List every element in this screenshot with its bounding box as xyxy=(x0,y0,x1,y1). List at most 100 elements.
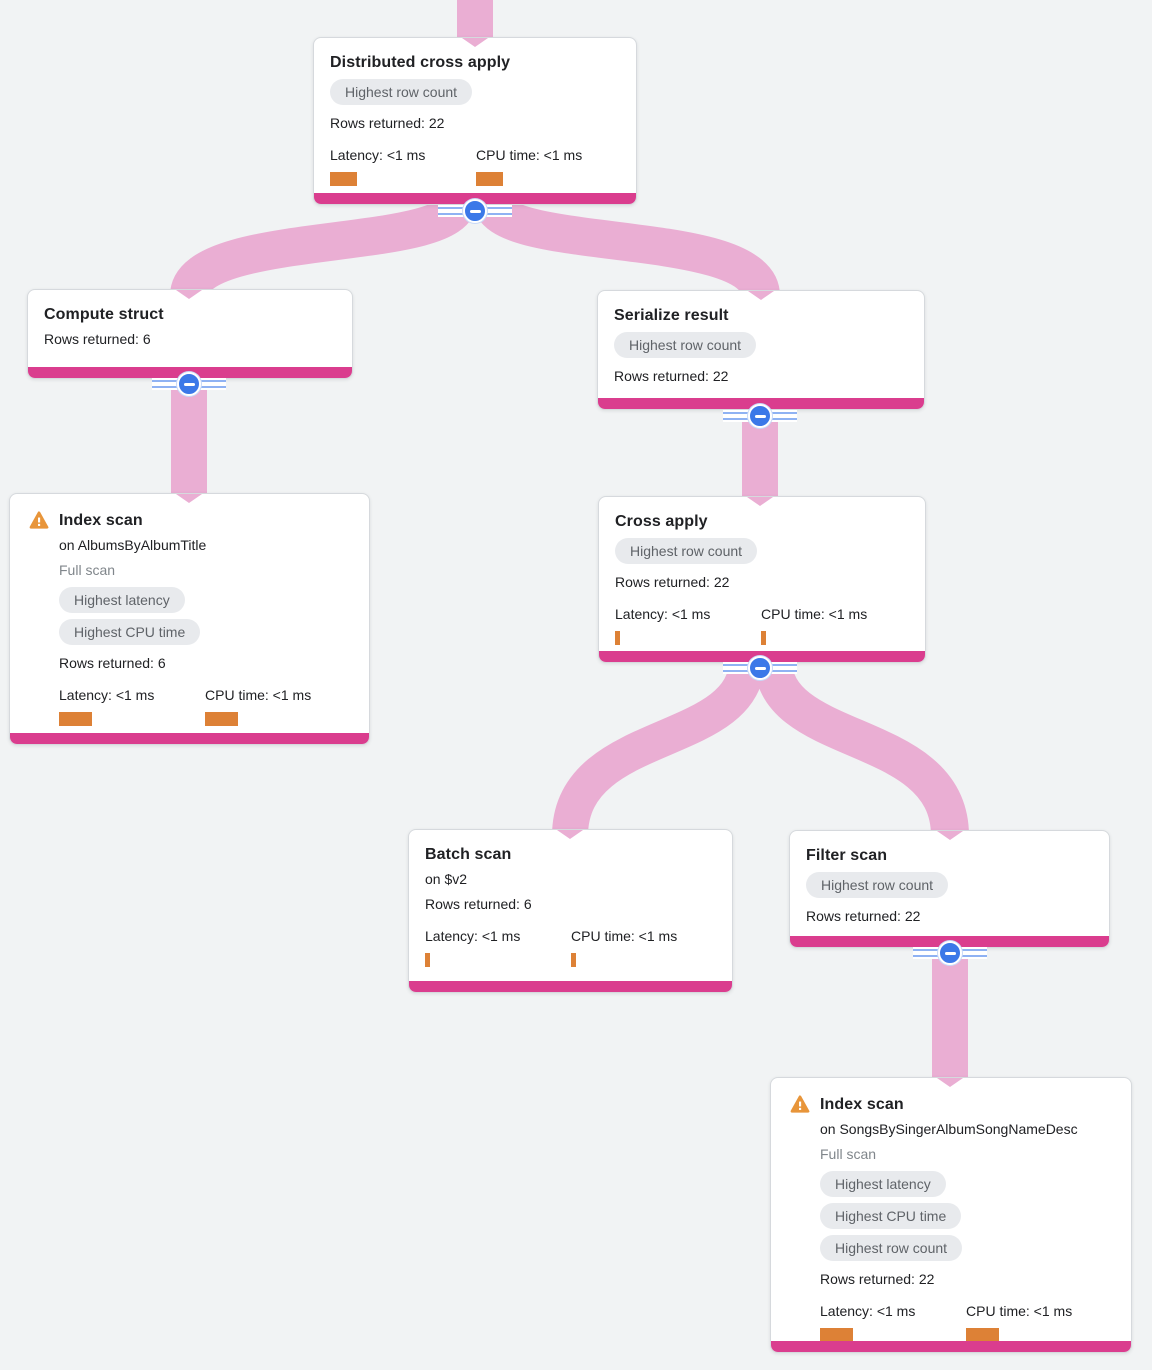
cpu-time-label: CPU time: <1 ms xyxy=(476,147,583,163)
collapse-circle xyxy=(748,404,772,428)
rows-returned-label: Rows returned: 6 xyxy=(44,331,151,347)
node-title: Batch scan xyxy=(425,846,512,863)
rows-returned-label: Rows returned: 6 xyxy=(425,896,532,912)
node-title: Filter scan xyxy=(806,847,888,864)
scan-type-label: Full scan xyxy=(59,562,116,578)
collapse-button-filter-scan[interactable] xyxy=(913,940,987,966)
badge-highest-row-count: Highest row count xyxy=(615,538,758,564)
rows-returned-label: Rows returned: 22 xyxy=(820,1271,935,1287)
cpu-time-bar xyxy=(205,712,238,726)
warning-triangle-icon xyxy=(29,511,49,529)
latency-label: Latency: <1 ms xyxy=(330,147,426,163)
node-title: Distributed cross apply xyxy=(330,54,511,71)
collapse-circle xyxy=(938,941,962,965)
minus-icon xyxy=(754,414,766,418)
latency-metric: Latency: <1 ms xyxy=(330,145,476,186)
scan-type-label: Full scan xyxy=(820,1146,877,1162)
cpu-time-label: CPU time: <1 ms xyxy=(571,928,678,944)
node-footer-bar xyxy=(598,398,924,409)
latency-bar xyxy=(59,712,92,726)
collapse-circle xyxy=(463,199,487,223)
badge-highest-cpu-time: Highest CPU time xyxy=(59,619,201,645)
badge-highest-row-count: Highest row count xyxy=(330,79,473,105)
latency-bar xyxy=(330,172,357,186)
node-footer-bar xyxy=(771,1341,1131,1352)
node-title: Index scan xyxy=(820,1096,904,1113)
node-card-batch-scan[interactable]: Batch scan on $v2 Rows returned: 6 Laten… xyxy=(408,829,733,993)
collapse-button-cross-apply[interactable] xyxy=(723,655,797,681)
link-arrow xyxy=(462,38,488,47)
minus-icon xyxy=(183,382,195,386)
node-card-distributed-cross-apply[interactable]: Distributed cross apply Highest row coun… xyxy=(313,37,637,205)
link-arrow xyxy=(176,494,202,503)
collapse-circle xyxy=(177,372,201,396)
badge-highest-latency: Highest latency xyxy=(820,1171,946,1197)
rows-returned-label: Rows returned: 22 xyxy=(615,574,730,590)
cpu-metric: CPU time: <1 ms xyxy=(205,685,353,726)
latency-bar xyxy=(425,953,430,967)
warning-triangle-icon xyxy=(790,1095,810,1113)
node-card-filter-scan[interactable]: Filter scan Highest row count Rows retur… xyxy=(789,830,1110,948)
latency-label: Latency: <1 ms xyxy=(820,1303,916,1319)
badge-highest-row-count: Highest row count xyxy=(614,332,757,358)
badge-highest-cpu-time: Highest CPU time xyxy=(820,1203,962,1229)
index-name-label: on SongsBySingerAlbumSongNameDesc xyxy=(820,1121,1078,1137)
node-footer-bar xyxy=(10,733,369,744)
cpu-metric: CPU time: <1 ms xyxy=(761,604,909,645)
link-arrow xyxy=(747,497,773,506)
badge-highest-latency: Highest latency xyxy=(59,587,185,613)
link-distributed-cross-apply-to-compute-struct xyxy=(170,195,477,300)
node-footer-bar xyxy=(314,193,636,204)
rows-returned-label: Rows returned: 6 xyxy=(59,655,166,671)
collapse-button-distributed-cross-apply[interactable] xyxy=(438,198,512,224)
latency-label: Latency: <1 ms xyxy=(59,687,155,703)
node-card-serialize-result[interactable]: Serialize result Highest row count Rows … xyxy=(597,290,925,410)
cpu-time-bar xyxy=(966,1328,999,1342)
link-arrow xyxy=(748,291,774,300)
latency-label: Latency: <1 ms xyxy=(615,606,711,622)
index-name-label: on AlbumsByAlbumTitle xyxy=(59,537,207,553)
cpu-time-label: CPU time: <1 ms xyxy=(205,687,312,703)
cpu-metric: CPU time: <1 ms xyxy=(476,145,620,186)
cpu-metric: CPU time: <1 ms xyxy=(571,926,716,967)
cpu-time-label: CPU time: <1 ms xyxy=(761,606,868,622)
node-title: Compute struct xyxy=(44,306,164,323)
node-title: Index scan xyxy=(59,512,143,529)
link-distributed-cross-apply-to-serialize-result xyxy=(473,195,780,300)
latency-metric: Latency: <1 ms xyxy=(820,1301,966,1342)
node-card-index-scan-albums[interactable]: Index scan on AlbumsByAlbumTitle Full sc… xyxy=(9,493,370,745)
badge-highest-row-count: Highest row count xyxy=(820,1235,963,1261)
minus-icon xyxy=(754,666,766,670)
cpu-time-bar xyxy=(571,953,576,967)
node-title: Cross apply xyxy=(615,513,708,530)
link-cross-apply-to-batch-scan xyxy=(552,658,765,838)
node-card-index-scan-songs[interactable]: Index scan on SongsBySingerAlbumSongName… xyxy=(770,1077,1132,1353)
latency-bar xyxy=(820,1328,853,1342)
cpu-time-bar xyxy=(476,172,503,186)
cpu-metric: CPU time: <1 ms xyxy=(966,1301,1115,1342)
collapse-button-serialize-result[interactable] xyxy=(723,403,797,429)
node-title: Serialize result xyxy=(614,307,729,324)
latency-metric: Latency: <1 ms xyxy=(615,604,761,645)
rows-returned-label: Rows returned: 22 xyxy=(614,368,729,384)
cpu-time-label: CPU time: <1 ms xyxy=(966,1303,1073,1319)
link-arrow xyxy=(937,1078,963,1087)
latency-metric: Latency: <1 ms xyxy=(59,685,205,726)
link-cross-apply-to-filter-scan xyxy=(754,658,969,838)
scan-target-label: on $v2 xyxy=(425,871,468,887)
latency-metric: Latency: <1 ms xyxy=(425,926,571,967)
badge-highest-row-count: Highest row count xyxy=(806,872,949,898)
collapse-circle xyxy=(748,656,772,680)
minus-icon xyxy=(944,951,956,955)
node-footer-bar xyxy=(409,981,732,992)
latency-bar xyxy=(615,631,620,645)
latency-label: Latency: <1 ms xyxy=(425,928,521,944)
node-card-cross-apply[interactable]: Cross apply Highest row count Rows retur… xyxy=(598,496,926,663)
node-card-compute-struct[interactable]: Compute struct Rows returned: 6 xyxy=(27,289,353,379)
link-arrow xyxy=(937,831,963,840)
minus-icon xyxy=(469,209,481,213)
collapse-button-compute-struct[interactable] xyxy=(152,371,226,397)
link-arrow xyxy=(176,290,202,299)
